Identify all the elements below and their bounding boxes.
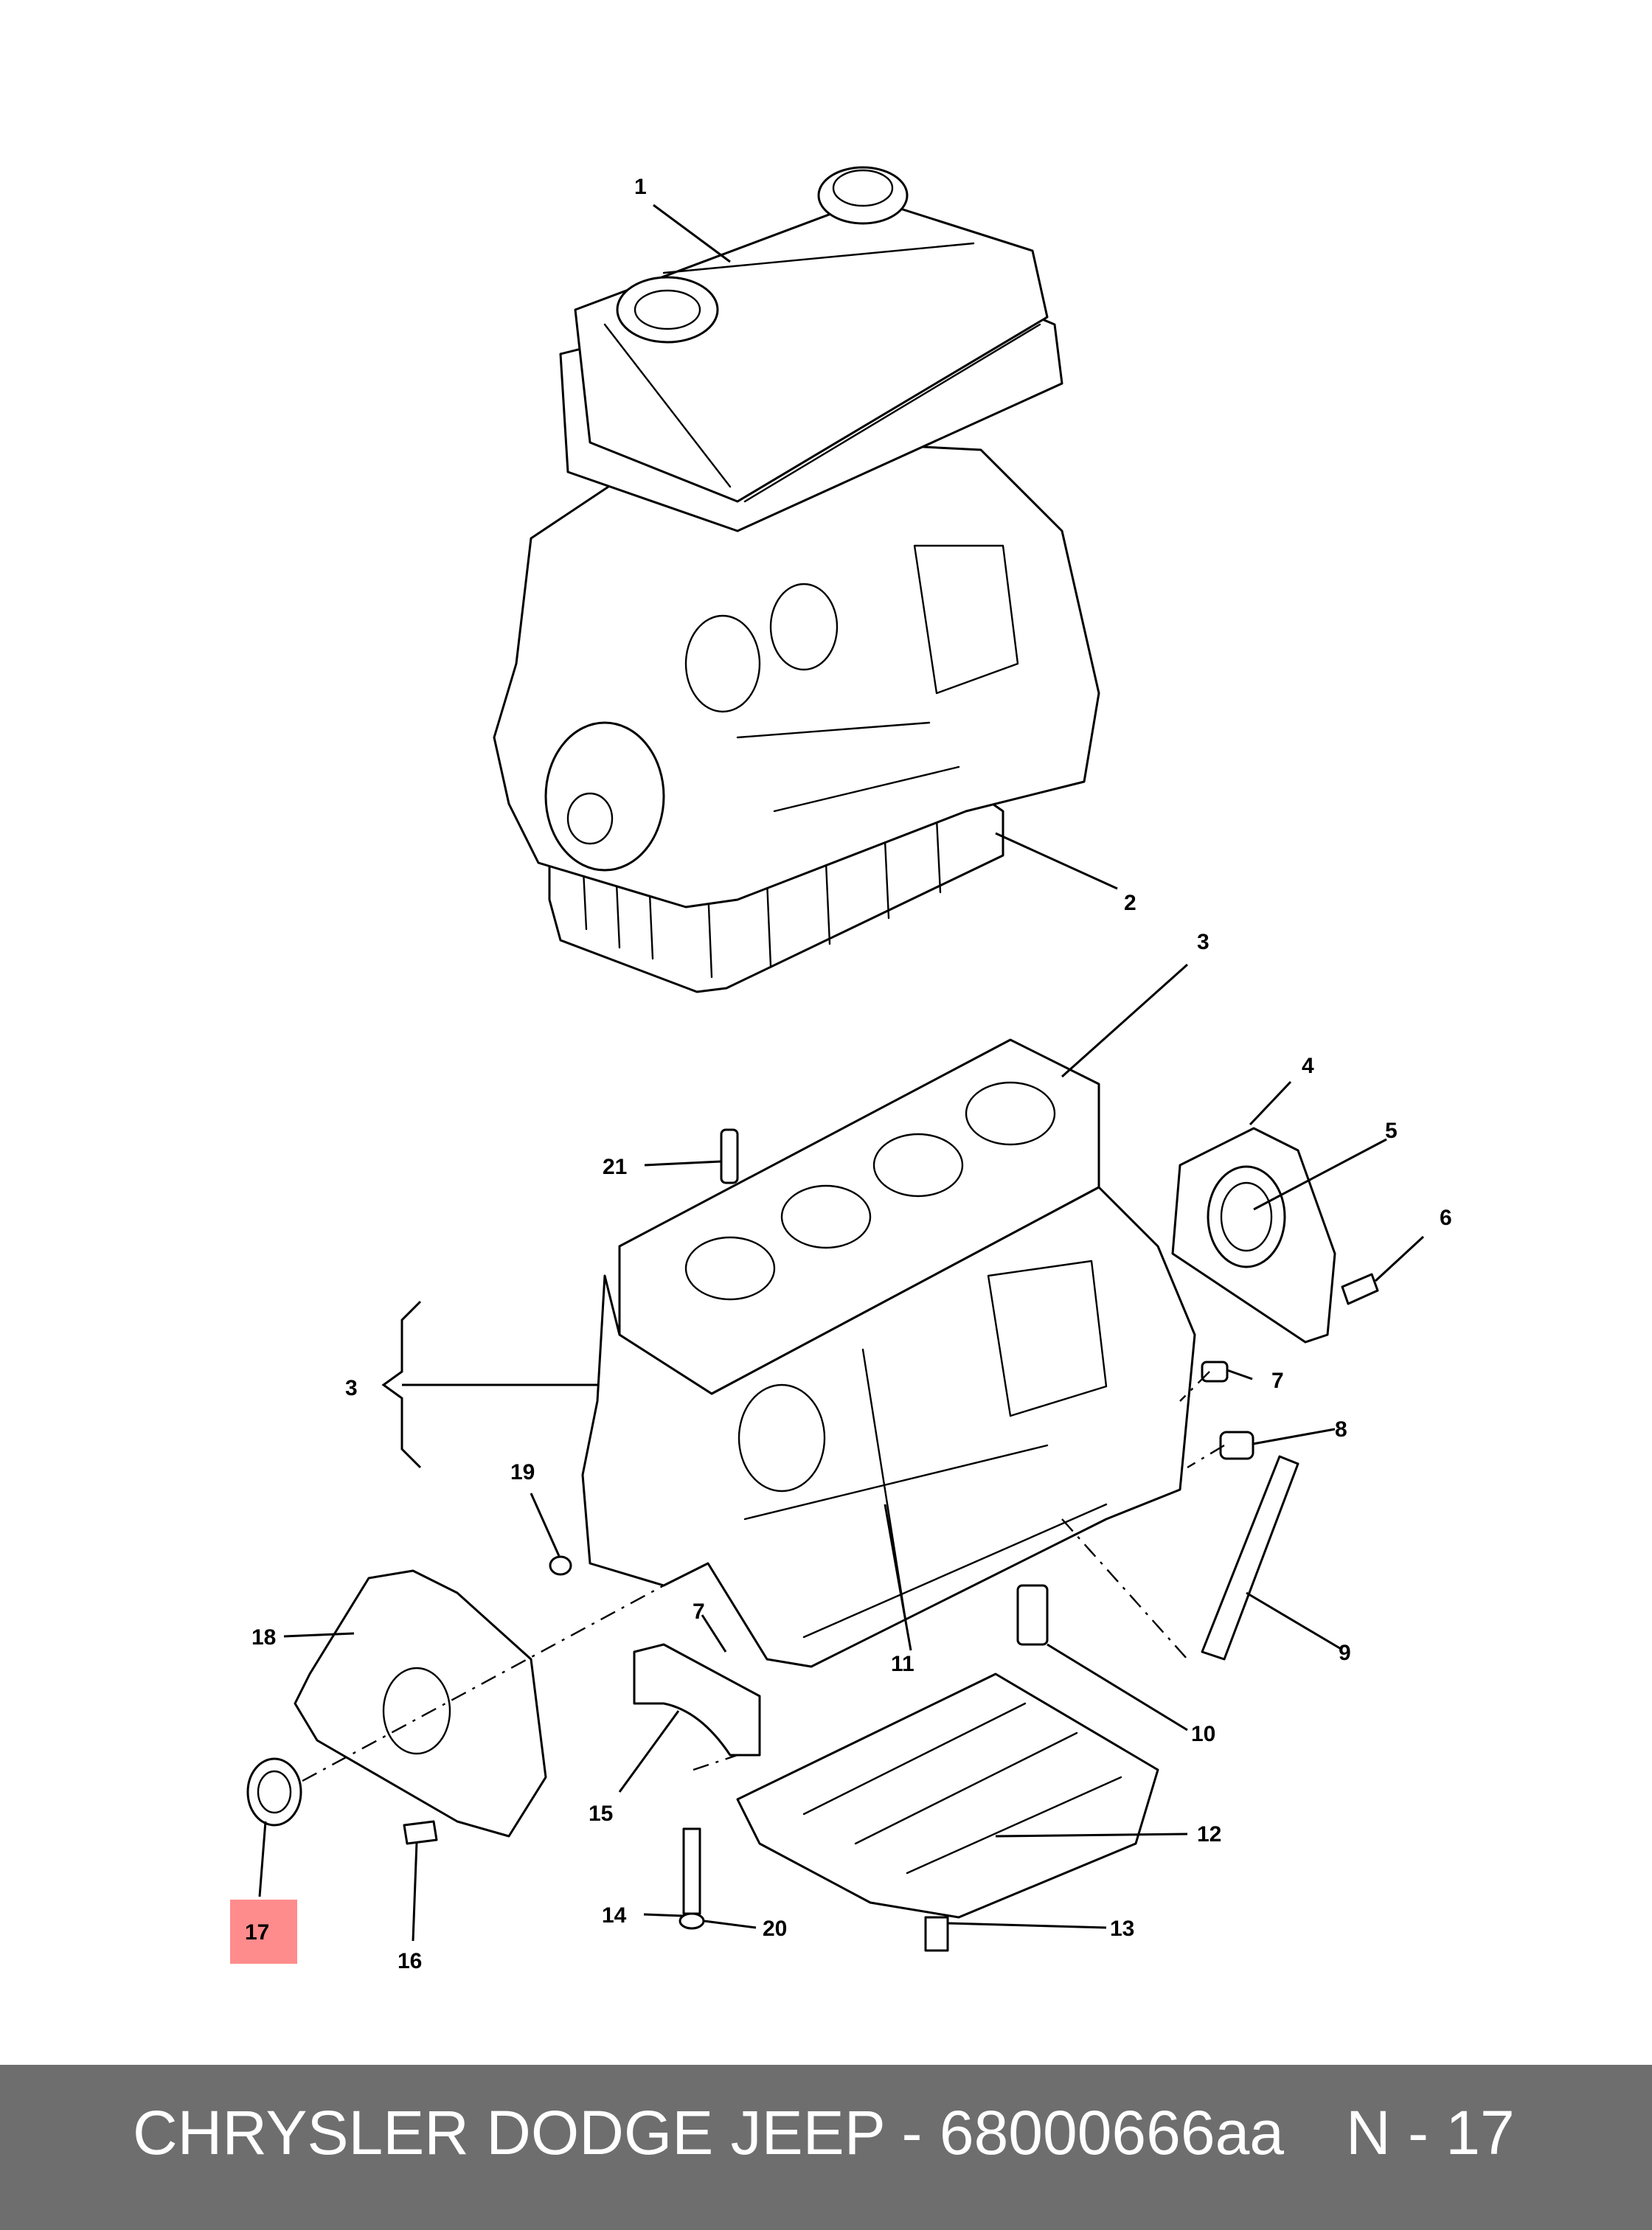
callout-14: 14 bbox=[602, 1903, 627, 1928]
callout-3-block: 3 bbox=[1197, 930, 1210, 954]
dowel-pin-7 bbox=[1201, 1361, 1229, 1383]
part-number-title: CHRYSLER DODGE JEEP - 68000666aa bbox=[133, 2098, 1285, 2167]
page-indicator: N - 17 bbox=[1346, 2098, 1515, 2167]
callout-3-brace: 3 bbox=[345, 1376, 358, 1400]
washer-20 bbox=[678, 1912, 705, 1930]
callout-15: 15 bbox=[589, 1802, 613, 1826]
front-cover-oil-pump bbox=[294, 1569, 547, 1838]
callout-9: 9 bbox=[1339, 1641, 1351, 1665]
rear-main-seal bbox=[1207, 1165, 1286, 1268]
callout-10: 10 bbox=[1191, 1722, 1215, 1746]
callout-21: 21 bbox=[603, 1155, 627, 1179]
flange-bolt-6 bbox=[1341, 1273, 1379, 1305]
assembly-dashed-lines bbox=[302, 1371, 1225, 1782]
oil-filler-cap bbox=[817, 166, 909, 225]
deflector-bolt-13 bbox=[924, 1916, 949, 1952]
callout-16: 16 bbox=[398, 1949, 422, 1973]
front-crank-seal bbox=[246, 1757, 302, 1827]
callout-20: 20 bbox=[763, 1917, 787, 1941]
footer-bar bbox=[0, 2065, 1652, 2230]
callout-11: 11 bbox=[891, 1652, 914, 1676]
complete-engine-illustration bbox=[493, 166, 1100, 993]
highlighted-callout-box bbox=[230, 1900, 297, 1964]
intake-port-ring bbox=[616, 276, 719, 344]
sensor-10 bbox=[1016, 1584, 1049, 1646]
callout-7-right: 7 bbox=[1271, 1369, 1284, 1393]
cylinder-bore-3 bbox=[872, 1133, 964, 1198]
cylinder-bore-2 bbox=[780, 1184, 872, 1249]
callout-18: 18 bbox=[251, 1625, 276, 1650]
front-cover-housing bbox=[544, 721, 665, 872]
callout-4: 4 bbox=[1302, 1054, 1314, 1078]
oil-deflector bbox=[736, 1672, 1159, 1919]
callout-12: 12 bbox=[1197, 1822, 1221, 1847]
callout-19: 19 bbox=[510, 1460, 535, 1484]
dowel-21 bbox=[720, 1128, 739, 1184]
block-assembly-brace bbox=[381, 1300, 422, 1469]
callout-leader-lines bbox=[258, 204, 1425, 1942]
cylinder-block-side bbox=[581, 1186, 1196, 1668]
bearing-cap-bolt-14 bbox=[682, 1827, 701, 1915]
callout-13: 13 bbox=[1110, 1917, 1134, 1941]
sleeve-8 bbox=[1219, 1431, 1254, 1460]
exploded-engine-diagram: 1 2 3 3 4 5 6 7 7 8 9 10 11 12 13 14 15 … bbox=[245, 166, 1452, 1973]
callout-7-left: 7 bbox=[693, 1599, 705, 1624]
callout-6: 6 bbox=[1440, 1206, 1452, 1230]
dipstick-tube bbox=[1201, 1455, 1299, 1661]
plug-19 bbox=[549, 1555, 572, 1576]
callout-5: 5 bbox=[1385, 1119, 1398, 1143]
callout-1: 1 bbox=[634, 175, 647, 199]
cylinder-block-illustration bbox=[581, 1038, 1196, 1668]
cylinder-bore-1 bbox=[684, 1236, 776, 1301]
callout-8: 8 bbox=[1335, 1417, 1347, 1442]
cylinder-bore-4 bbox=[965, 1081, 1056, 1146]
callout-17: 17 bbox=[245, 1920, 269, 1945]
main-bearing-cap bbox=[633, 1643, 761, 1757]
callout-labels: 1 2 3 3 4 5 6 7 7 8 9 10 11 12 13 14 15 … bbox=[245, 175, 1452, 1973]
cover-bolt-16 bbox=[403, 1820, 438, 1845]
callout-2: 2 bbox=[1124, 891, 1136, 915]
